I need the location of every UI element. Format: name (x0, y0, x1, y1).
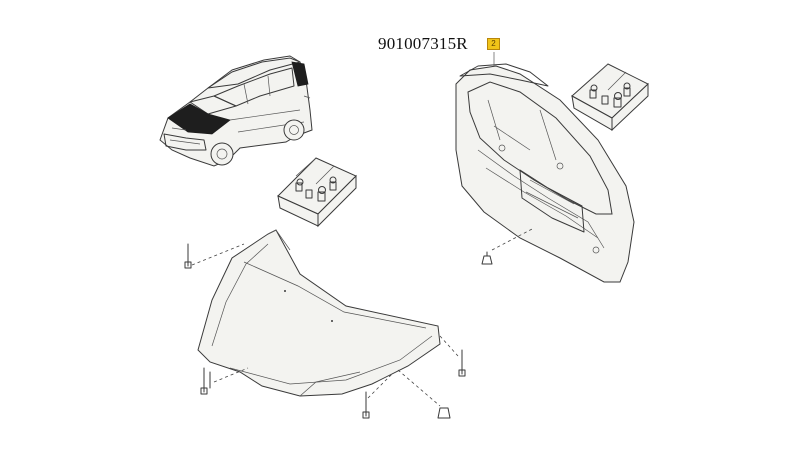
tailgate-panel-illustration (455, 52, 635, 283)
hardware-kit-box-illustration (277, 157, 357, 228)
vehicle-overview-illustration (159, 55, 313, 167)
part-number-label: 901007315R (378, 34, 468, 53)
bonnet-panel-illustration (184, 229, 466, 419)
reference-badge[interactable]: 2 (487, 38, 500, 50)
hardware-kit-box-rear-illustration (571, 63, 649, 132)
